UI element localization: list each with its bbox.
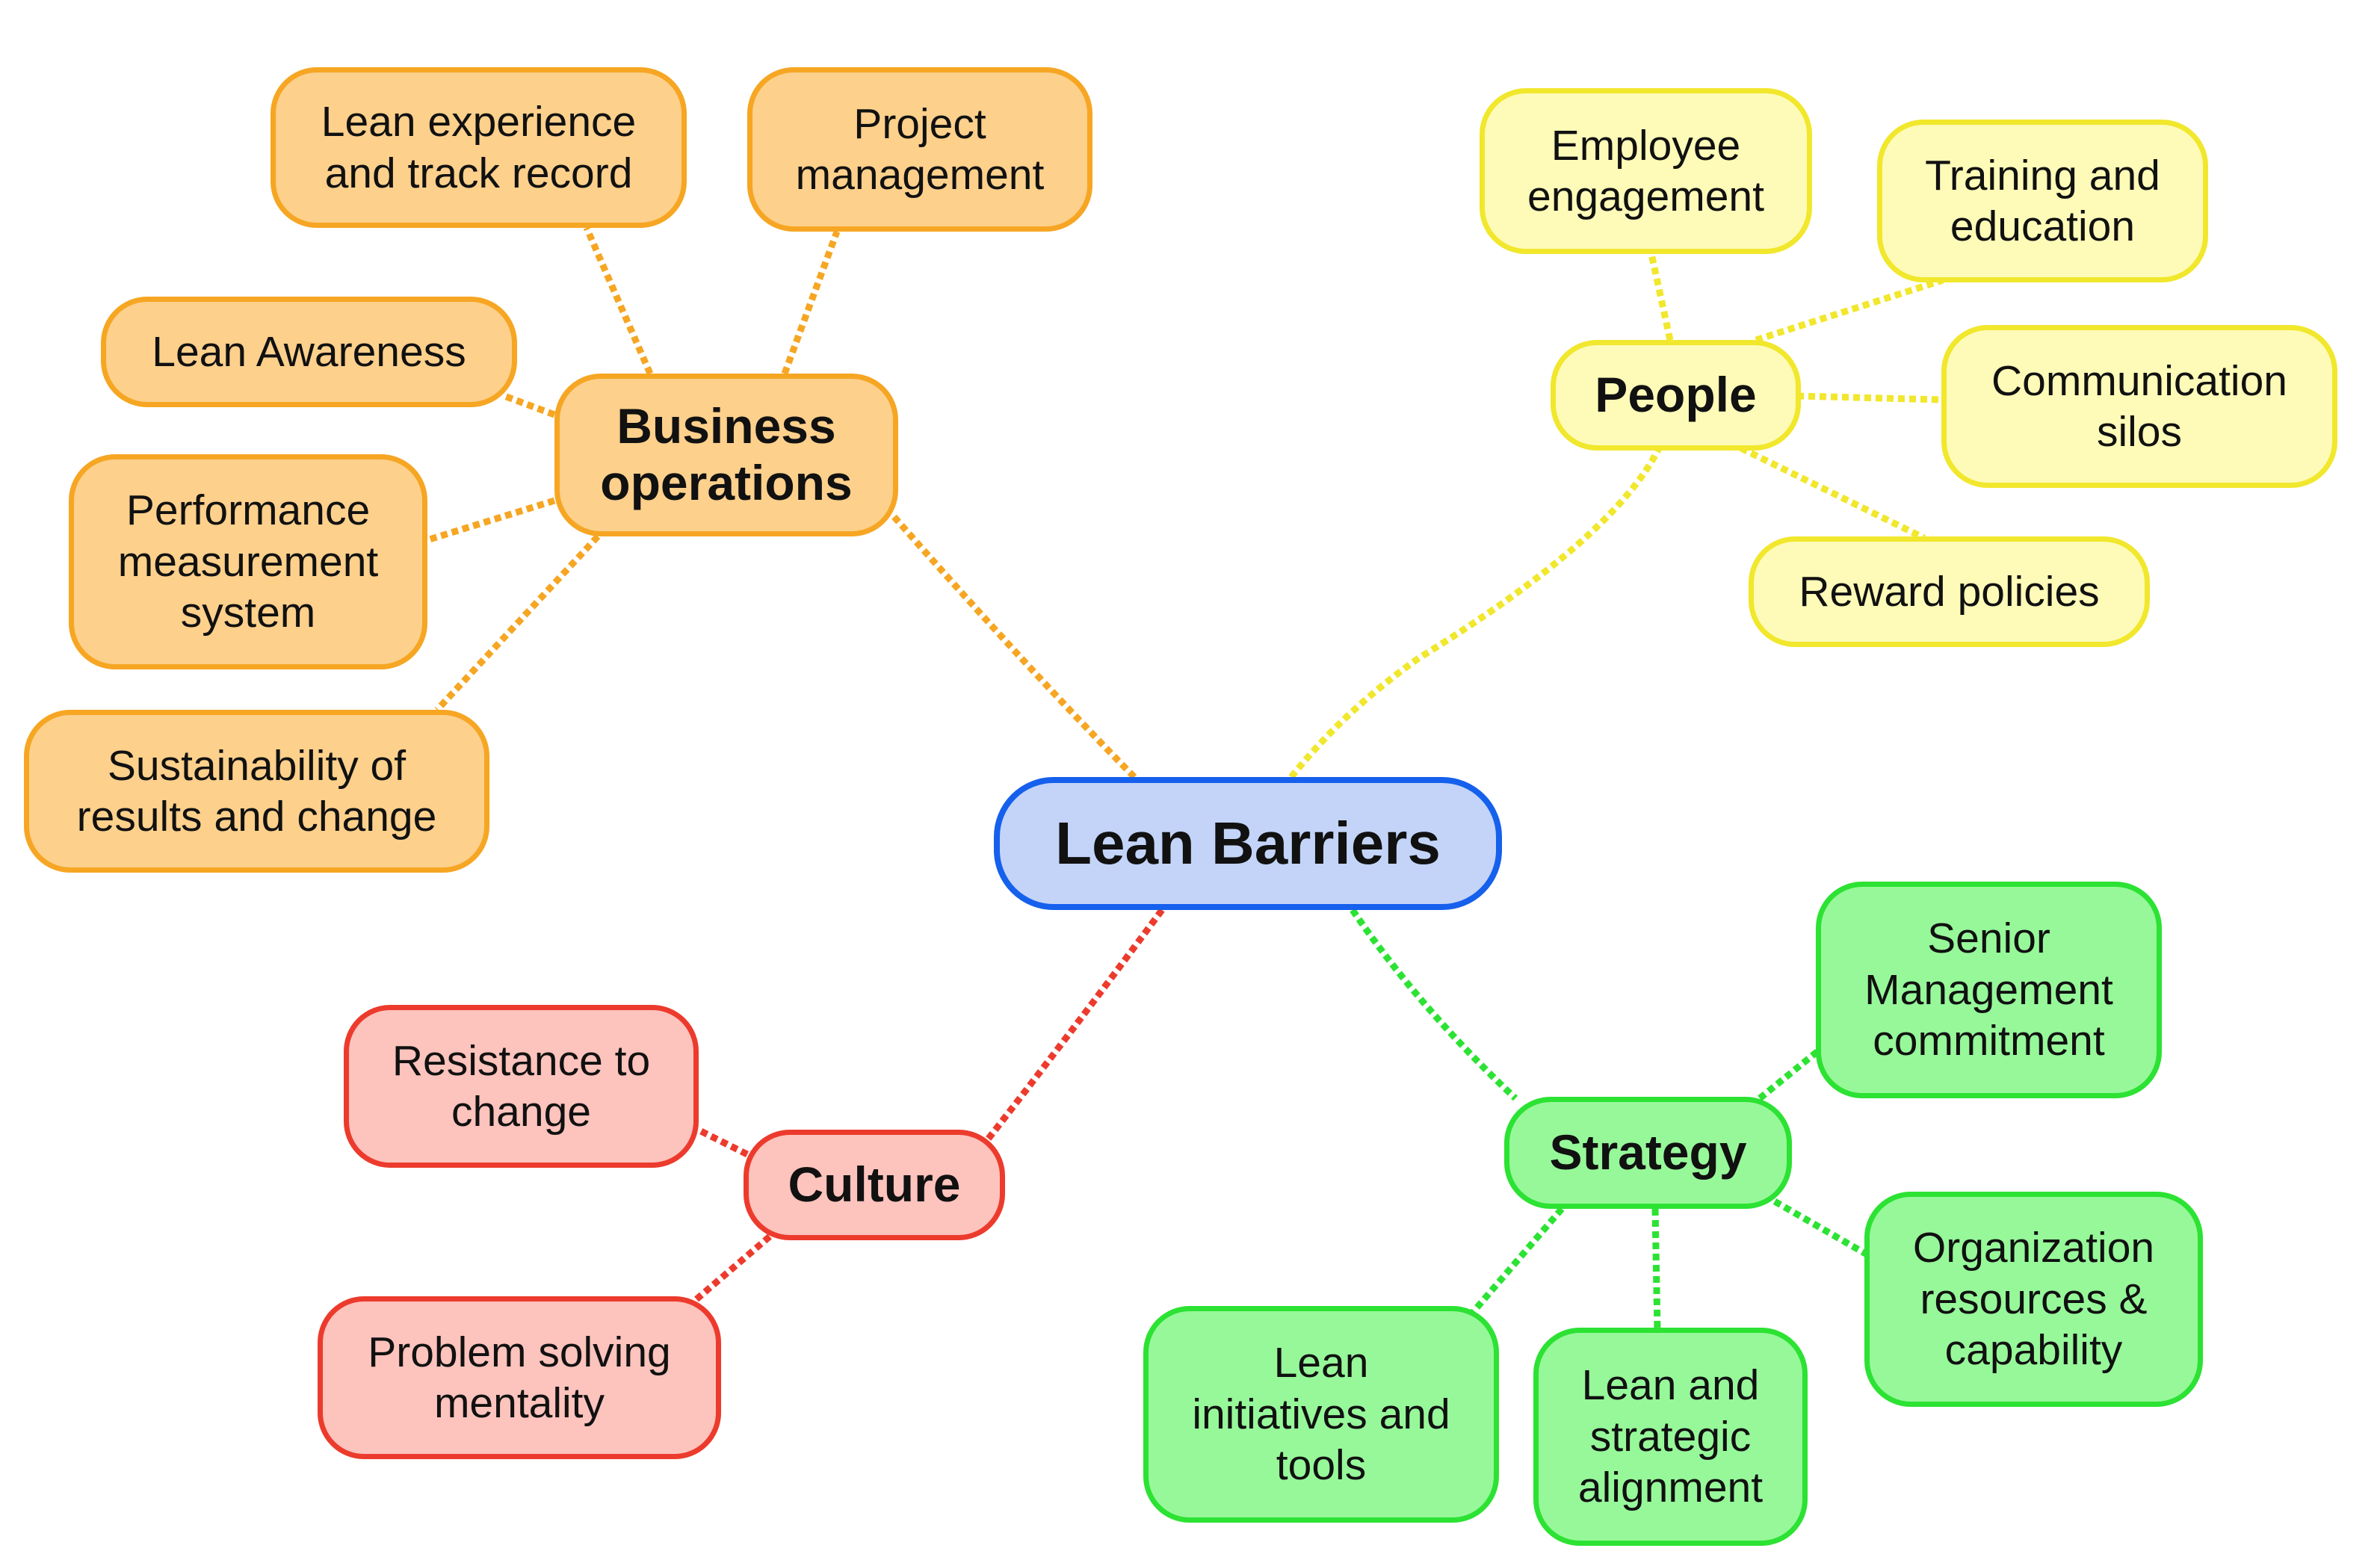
node-employee-engagement[interactable]: Employee engagement — [1480, 88, 1812, 254]
connector-root-business — [890, 513, 1137, 780]
connector-business-performance — [421, 497, 556, 545]
connector-strategy-senior — [1758, 1047, 1822, 1101]
root-node-lean-barriers[interactable]: Lean Barriers — [994, 777, 1502, 910]
connector-business-sustainability — [434, 533, 601, 713]
node-senior-management[interactable]: Senior Management commitment — [1816, 882, 2162, 1098]
connector-business-project-management — [781, 230, 841, 375]
node-project-management[interactable]: Project management — [747, 67, 1092, 232]
connector-people-employee — [1648, 253, 1674, 341]
node-performance-measurement[interactable]: Performance measurement system — [69, 454, 427, 669]
connector-people-communication — [1796, 392, 1942, 403]
node-lean-experience[interactable]: Lean experience and track record — [271, 67, 687, 228]
connector-people-training — [1755, 276, 1944, 344]
connector-people-reward — [1740, 445, 1926, 542]
node-organization-resources[interactable]: Organization resources & capability — [1864, 1192, 2203, 1407]
connector-root-people — [1288, 446, 1663, 779]
hub-people[interactable]: People — [1551, 340, 1801, 451]
node-problem-solving[interactable]: Problem solving mentality — [318, 1296, 721, 1459]
connector-strategy-alignment — [1651, 1208, 1661, 1331]
node-lean-strategic-alignment[interactable]: Lean and strategic alignment — [1533, 1328, 1808, 1546]
hub-strategy[interactable]: Strategy — [1504, 1097, 1792, 1209]
node-reward-policies[interactable]: Reward policies — [1749, 536, 2150, 647]
node-lean-initiatives-tools[interactable]: Lean initiatives and tools — [1143, 1306, 1499, 1523]
connector-business-lean-awareness — [503, 392, 556, 418]
node-communication-silos[interactable]: Communication silos — [1941, 325, 2337, 488]
connector-root-culture — [982, 908, 1165, 1145]
hub-culture[interactable]: Culture — [744, 1130, 1005, 1240]
node-sustainability[interactable]: Sustainability of results and change — [24, 710, 489, 873]
hub-business-operations[interactable]: Business operations — [554, 374, 898, 536]
node-resistance-to-change[interactable]: Resistance to change — [344, 1005, 699, 1168]
connector-root-strategy — [1350, 908, 1518, 1101]
connector-strategy-organization — [1772, 1198, 1870, 1258]
connector-business-lean-experience — [583, 226, 654, 375]
node-training-education[interactable]: Training and education — [1877, 120, 2208, 282]
node-lean-awareness[interactable]: Lean Awareness — [101, 297, 517, 407]
connector-culture-problem — [689, 1234, 772, 1307]
connector-culture-resistance — [693, 1124, 749, 1158]
connector-strategy-initiatives — [1468, 1207, 1565, 1317]
